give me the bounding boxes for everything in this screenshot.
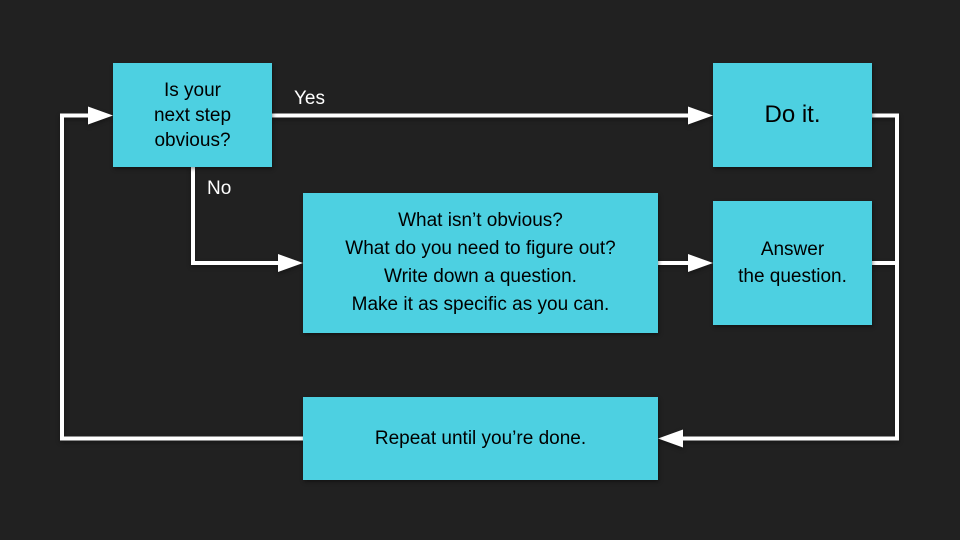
- flowchart-node-do-it: Do it.: [713, 63, 872, 167]
- flowchart-node-repeat-until-done: Repeat until you’re done.: [303, 397, 658, 480]
- arrowhead-into-repeat: [658, 429, 683, 448]
- flowchart-node-figure-out-question: What isn’t obvious? What do you need to …: [303, 193, 658, 333]
- arrowhead-into-doit: [688, 106, 713, 125]
- connector-no: [191, 167, 280, 265]
- node-do-it-label: Do it.: [764, 101, 821, 128]
- node-repeat-label: Repeat until you’re done.: [374, 428, 587, 449]
- node-figure-out-label: What isn’t obvious? What do you need to …: [345, 210, 616, 315]
- connector-repeat-to-start: [60, 113, 303, 441]
- edge-label-yes: Yes: [294, 88, 325, 109]
- arrowhead-into-answer: [688, 254, 713, 272]
- node-start-label: Is your next step obvious?: [153, 79, 232, 151]
- connector-doit-to-repeat: [681, 113, 899, 441]
- arrowhead-into-figure-out: [278, 254, 303, 272]
- node-answer-label: Answer the question.: [738, 239, 847, 287]
- arrowhead-into-start: [88, 106, 113, 125]
- flowchart-node-is-next-step-obvious: Is your next step obvious?: [113, 63, 272, 167]
- flowchart-node-answer-question: Answer the question.: [713, 201, 872, 325]
- edge-label-no: No: [207, 178, 232, 199]
